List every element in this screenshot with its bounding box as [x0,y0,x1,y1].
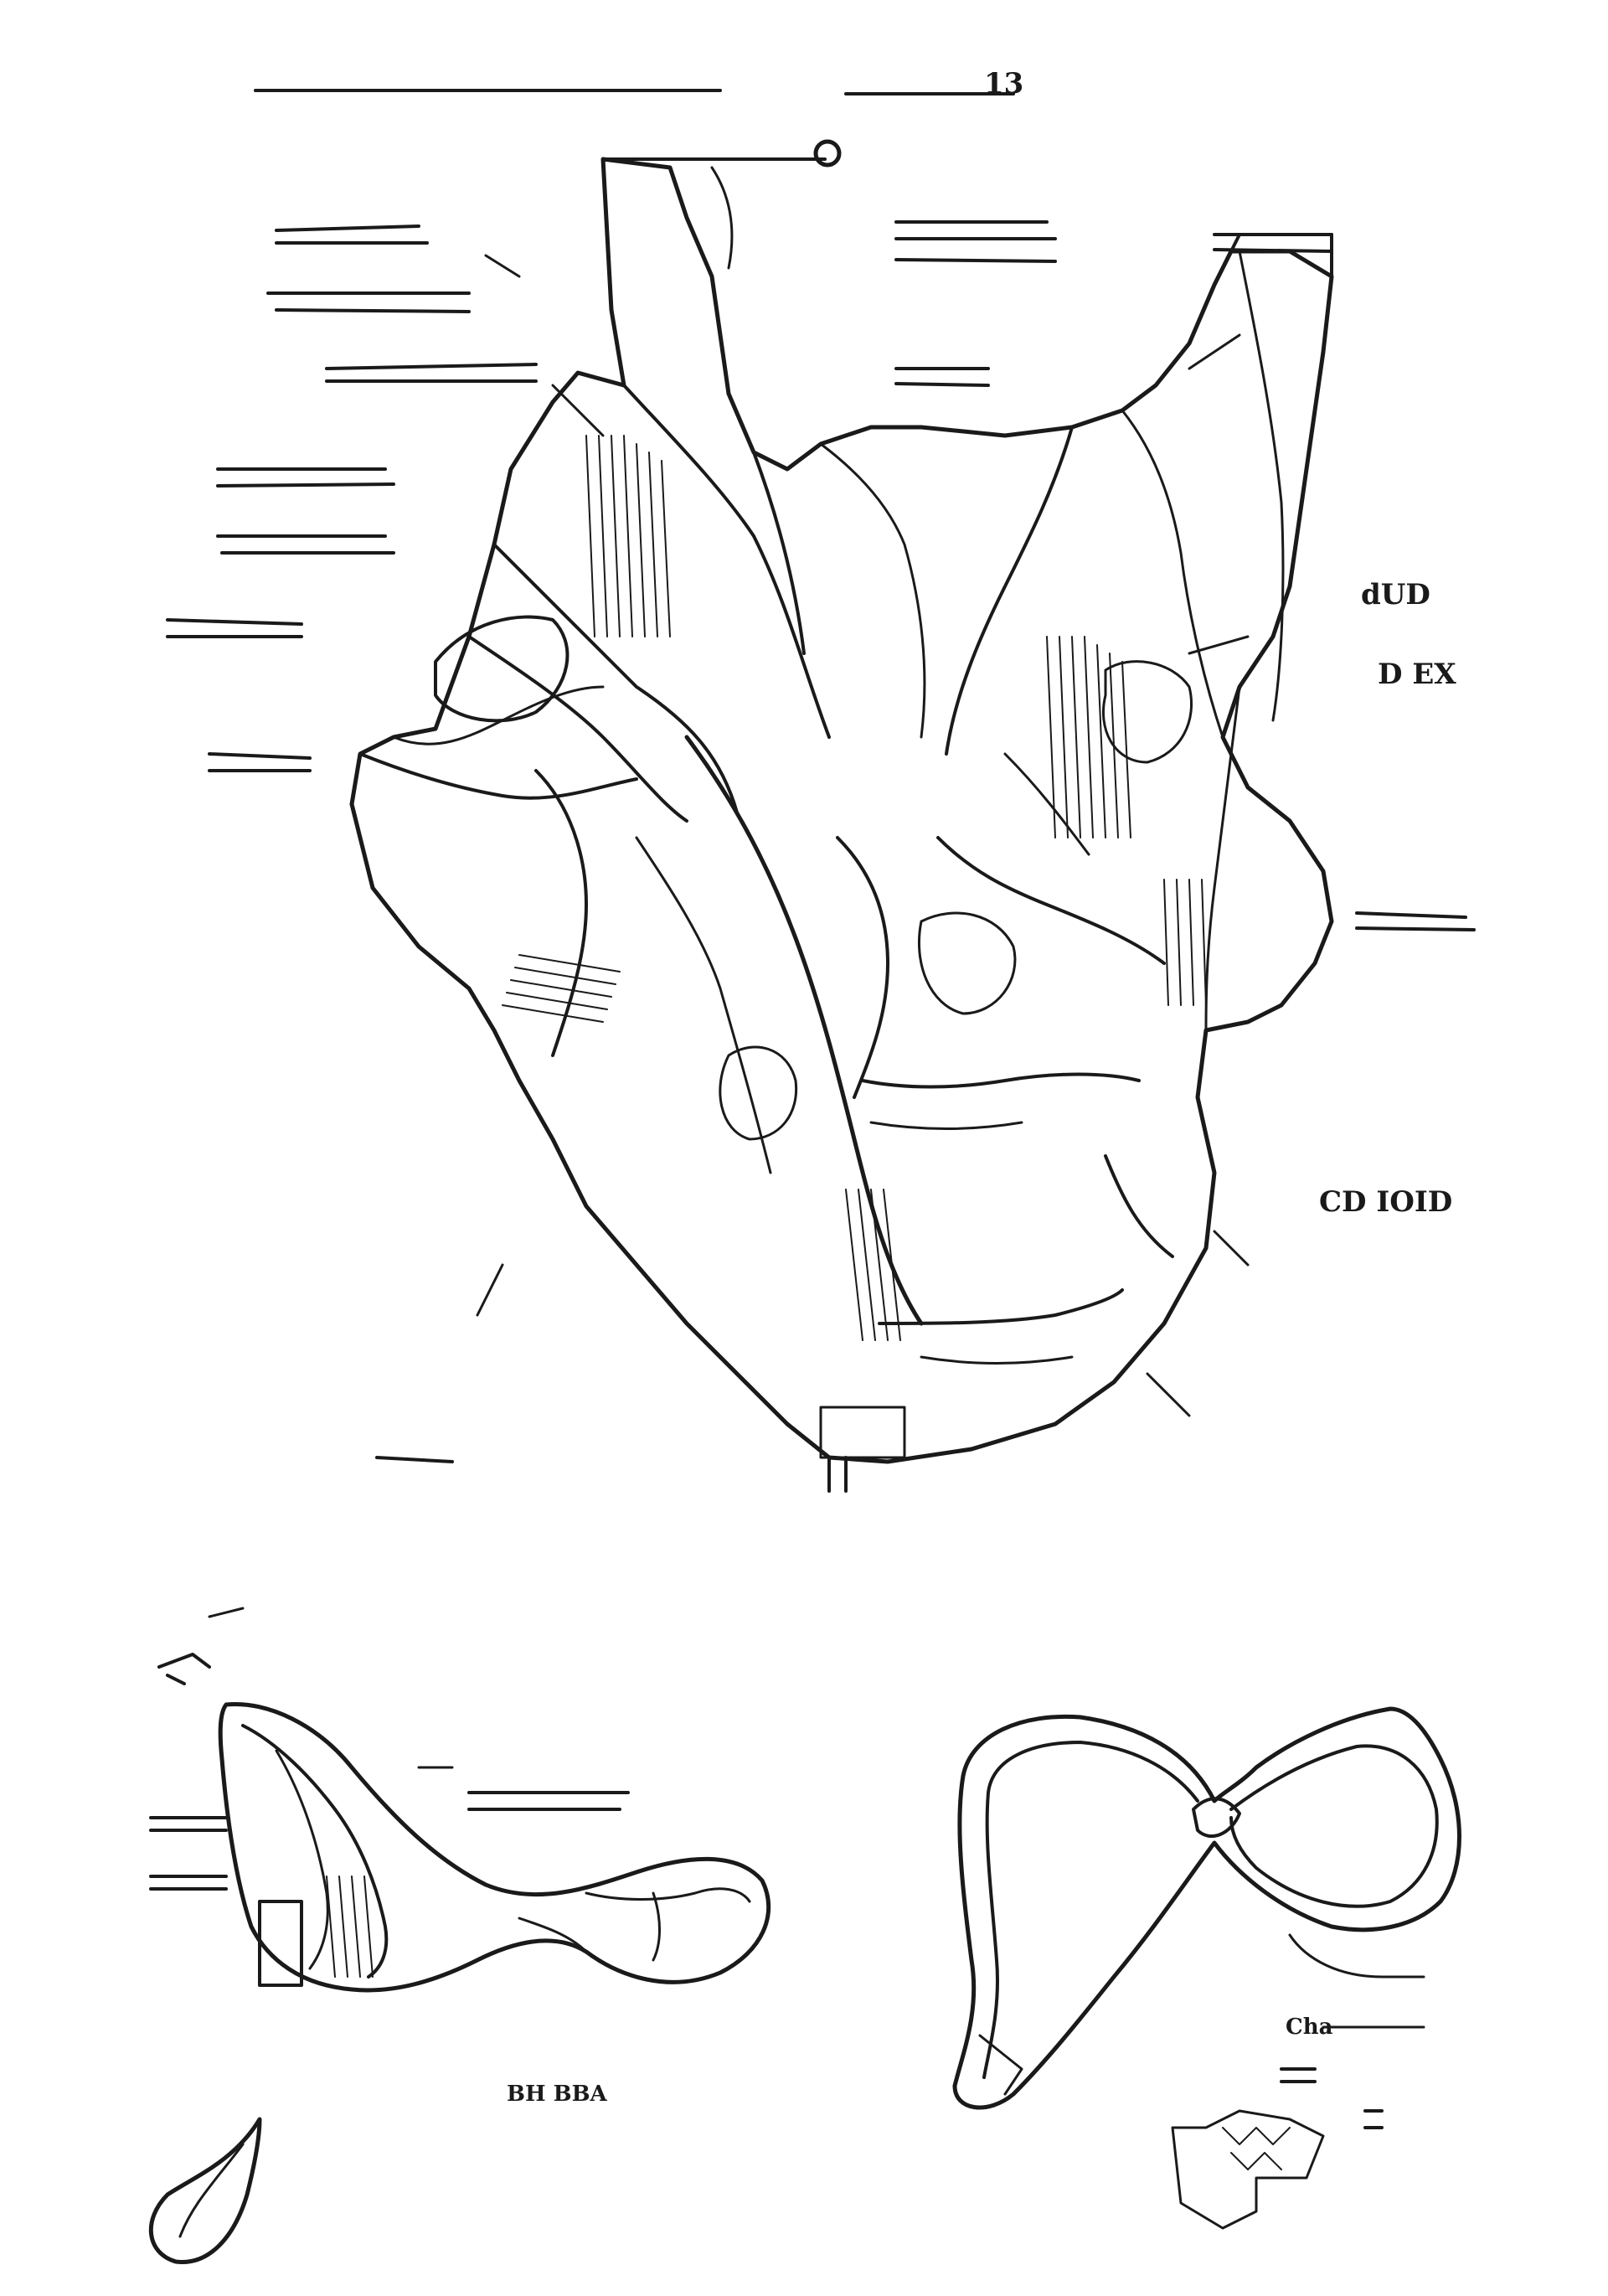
loop-specimen-figure [218,1701,771,1993]
bottom-left-caption: BH BBA [507,2082,607,2107]
bottom-right-caption: Cha [1286,2015,1333,2040]
annotation-scribbles [149,220,1476,2129]
header-rule [254,89,1015,95]
small-drop-specimen [148,2117,262,2264]
right-label-1: dUD [1361,578,1430,611]
top-right-mark: 13 [984,67,1024,101]
right-label-2: D EX [1378,658,1456,691]
main-specimen-figure [349,139,1334,1493]
leader-lines [208,254,1425,2029]
figure-eight-specimen [952,1706,1461,2230]
right-label-3: CD IOID [1319,1185,1453,1219]
